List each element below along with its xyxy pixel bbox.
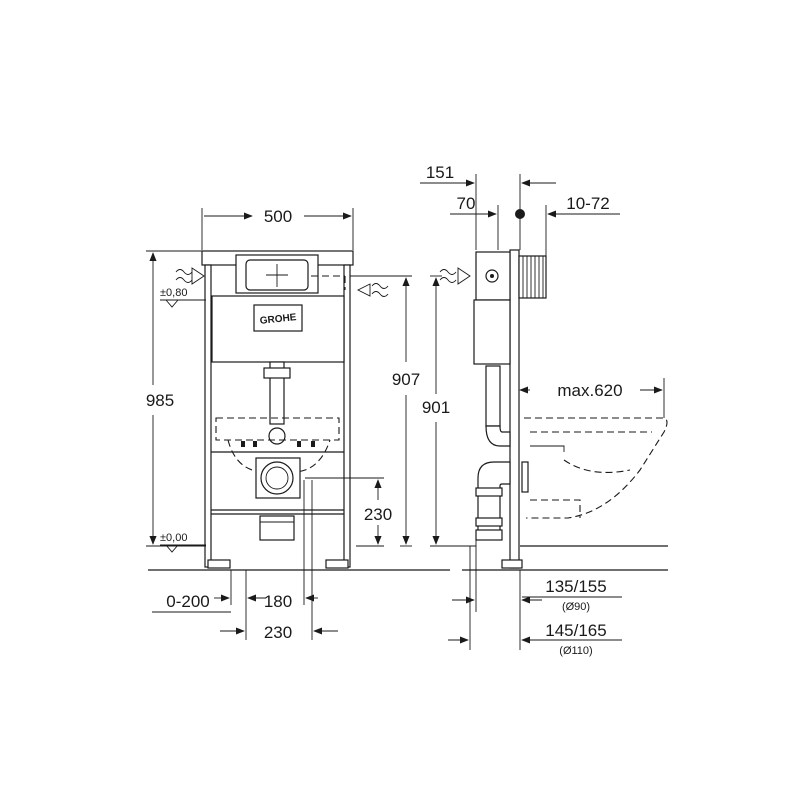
frame-uprights [204, 264, 351, 569]
inlet-offset-label: 70 [457, 194, 476, 213]
dimension-0-200: 0-200 [152, 570, 266, 640]
offset-label: 0-200 [166, 592, 209, 611]
level-marker-top: ±0,80 [160, 287, 206, 308]
dimension-985: 985 [146, 250, 206, 547]
inlet-centerline-mark [515, 209, 525, 219]
waste-pipe [259, 515, 295, 541]
brand-badge [253, 304, 303, 332]
dimension-907: 907 [350, 275, 420, 547]
wall-bracket [518, 255, 547, 299]
pipe-large-label: 145/165 [545, 621, 606, 640]
pipe-small-diameter: (Ø90) [562, 601, 590, 613]
dimension-901: 901 [422, 275, 476, 547]
side-flush-pipe [485, 365, 501, 427]
spacing-label: 180 [264, 592, 292, 611]
side-cistern [473, 299, 511, 365]
side-water-inlet-icon [439, 267, 471, 285]
dimension-151: 151 [420, 163, 556, 250]
brand-logo: GROHE [259, 312, 297, 327]
max-label: max.620 [557, 381, 622, 400]
side-view: 151 70 10-72 901 max.620 [420, 163, 668, 657]
dimension-70: 70 [450, 194, 525, 250]
side-height-label: 901 [422, 398, 450, 417]
water-inlet-right-icon [356, 283, 389, 297]
wc-pan-outline [215, 417, 340, 441]
depth-label: 151 [426, 163, 454, 182]
mounting-bolts [241, 441, 315, 447]
level-marker-floor: ±0,00 [160, 532, 206, 553]
dimension-230-bottom: 230 [220, 480, 338, 642]
water-inlet-left-icon [175, 267, 205, 285]
pipe-large-diameter: (Ø110) [559, 645, 592, 657]
level-top-label: ±0,80 [160, 287, 187, 299]
side-wc-outline [524, 417, 668, 519]
side-frame-upright [509, 249, 520, 569]
bottom-width-label: 230 [264, 623, 292, 642]
dimension-500: 500 [201, 207, 354, 250]
inlet-height-label: 907 [392, 370, 420, 389]
flush-outlet [268, 427, 286, 445]
front-view: GROHE [146, 207, 450, 642]
pipe-small-label: 135/155 [545, 577, 606, 596]
dimension-pipe-large: 145/165 (Ø110) [448, 546, 622, 657]
dimension-max-620: max.620 [519, 378, 665, 418]
drain-height-label: 230 [364, 505, 392, 524]
dimension-10-72: 10-72 [545, 194, 620, 256]
level-floor-label: ±0,00 [160, 532, 187, 544]
wall-range-label: 10-72 [566, 194, 609, 213]
dimension-230-vertical: 230 [305, 477, 392, 547]
height-label: 985 [146, 391, 174, 410]
dimension-180: 180 [264, 480, 318, 611]
width-label: 500 [264, 207, 292, 226]
